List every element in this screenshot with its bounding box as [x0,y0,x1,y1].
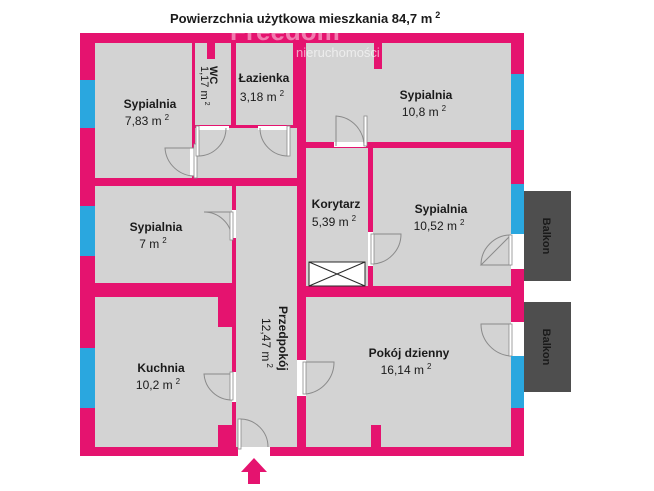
wall-stubs [207,43,382,447]
bedroom-3-door-opening [232,210,236,238]
door-leaf [363,115,368,147]
floor-hallway [236,186,297,447]
shaft-cross [308,261,366,287]
door-swing [480,234,512,266]
balcony-1-door-opening [511,233,524,269]
window [80,206,95,256]
door-leaf [237,418,242,450]
window [511,74,524,130]
door-swing [372,233,402,265]
door-swing [335,115,365,147]
room-name: Sypialnia [124,97,177,111]
room-area: 1,17 m2 [198,66,210,106]
window [80,348,95,408]
wall-stub [207,43,215,59]
floor-bedroom-4 [373,148,511,286]
door-swing [480,323,512,357]
floor-hall-top [195,128,297,178]
window [511,184,524,234]
room-name: Przedpokój [276,306,290,371]
living-room-door-opening [297,360,306,396]
balcony-2 [524,302,571,392]
wall-stub [371,425,381,447]
floor-bathroom [236,43,293,125]
bedroom-1-door-opening [190,148,195,176]
floor-living-room [306,297,511,447]
floor-bedroom-2 [306,43,511,142]
door-leaf [508,234,513,266]
kitchen-door-opening [232,372,236,402]
door-leaf [302,361,307,395]
room-name: Pokój dzienny [369,346,450,360]
watermark-subtitle: nieruchomości [296,45,380,60]
bedroom-2-door-opening [334,142,366,147]
floor-kitchen [95,297,232,447]
arrow-up-icon [241,458,267,484]
door-leaf [370,233,375,265]
door-leaf [286,125,291,157]
door-swing [164,147,196,177]
bathroom-door-opening [258,126,290,130]
door-leaf [193,143,198,179]
door-swing [203,373,233,401]
room-name: Sypialnia [130,220,183,234]
room-name: Sypialnia [415,202,468,216]
entrance-door-opening [238,447,270,456]
balcony-2-door-opening [511,322,524,358]
floor-bedroom-1 [95,43,192,178]
door-leaves [193,115,513,450]
floor-areas [95,43,511,447]
windows [80,74,524,408]
door-leaf [195,125,200,157]
floor-bedroom-3 [95,186,232,283]
room-name: Korytarz [312,197,361,211]
room-label-wc: WC 1,17 m2 [198,66,219,106]
door-leaf [229,371,234,401]
wc-door-opening [197,126,229,130]
room-area: 12,47 m2 [259,318,274,368]
door-leaf [229,211,234,241]
room-name: Sypialnia [400,88,453,102]
wall-stub [374,43,382,69]
balcony-1-label: Balkon [540,218,552,255]
bedroom-4-door-opening [368,232,373,266]
room-name: WC [207,66,219,84]
window [80,80,95,128]
door-leaf [508,323,513,357]
balcony-1 [524,191,571,281]
balcony-2-label: Balkon [540,329,552,366]
room-label-hallway: Przedpokój 12,47 m2 [259,306,290,371]
wall-stub [218,297,232,327]
door-swing [305,361,335,395]
room-name: Łazienka [239,71,290,85]
room-name: Kuchnia [137,361,185,375]
watermark-logo: Freedom [230,16,340,46]
wall-stub [218,425,236,447]
window [511,356,524,408]
